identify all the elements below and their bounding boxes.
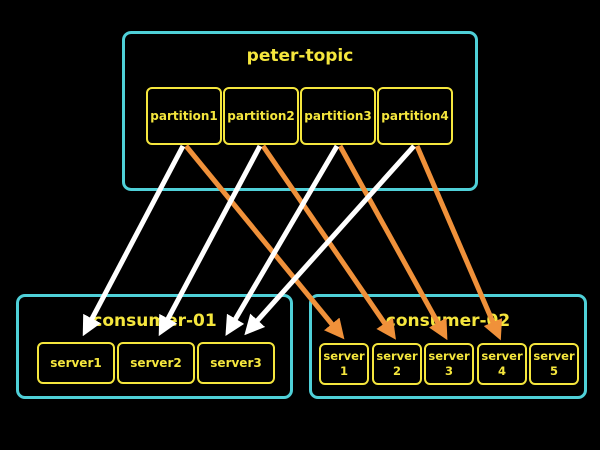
partition-1: partition1 — [146, 87, 222, 145]
server-label: server — [481, 349, 523, 363]
server-number: 1 — [339, 364, 348, 378]
partition-4: partition4 — [377, 87, 453, 145]
consumer-01-server-3: server3 — [197, 342, 275, 384]
partition-2: partition2 — [223, 87, 299, 145]
server-label: server — [533, 349, 575, 363]
consumer-02-title: consumer-02 — [385, 311, 511, 331]
server-number: 3 — [444, 364, 453, 378]
topic-title: peter-topic — [246, 46, 354, 66]
server-label: server — [323, 349, 365, 363]
server-label: server — [428, 349, 470, 363]
server-number: 2 — [392, 364, 401, 378]
consumer-01-server-2: server2 — [117, 342, 195, 384]
consumer-01-server-1: server1 — [37, 342, 115, 384]
partition-3: partition3 — [300, 87, 376, 145]
server-number: 5 — [549, 364, 558, 378]
consumer-01-title: consumer-01 — [92, 311, 217, 331]
server-label: server — [376, 349, 418, 363]
server-number: 4 — [497, 364, 506, 378]
